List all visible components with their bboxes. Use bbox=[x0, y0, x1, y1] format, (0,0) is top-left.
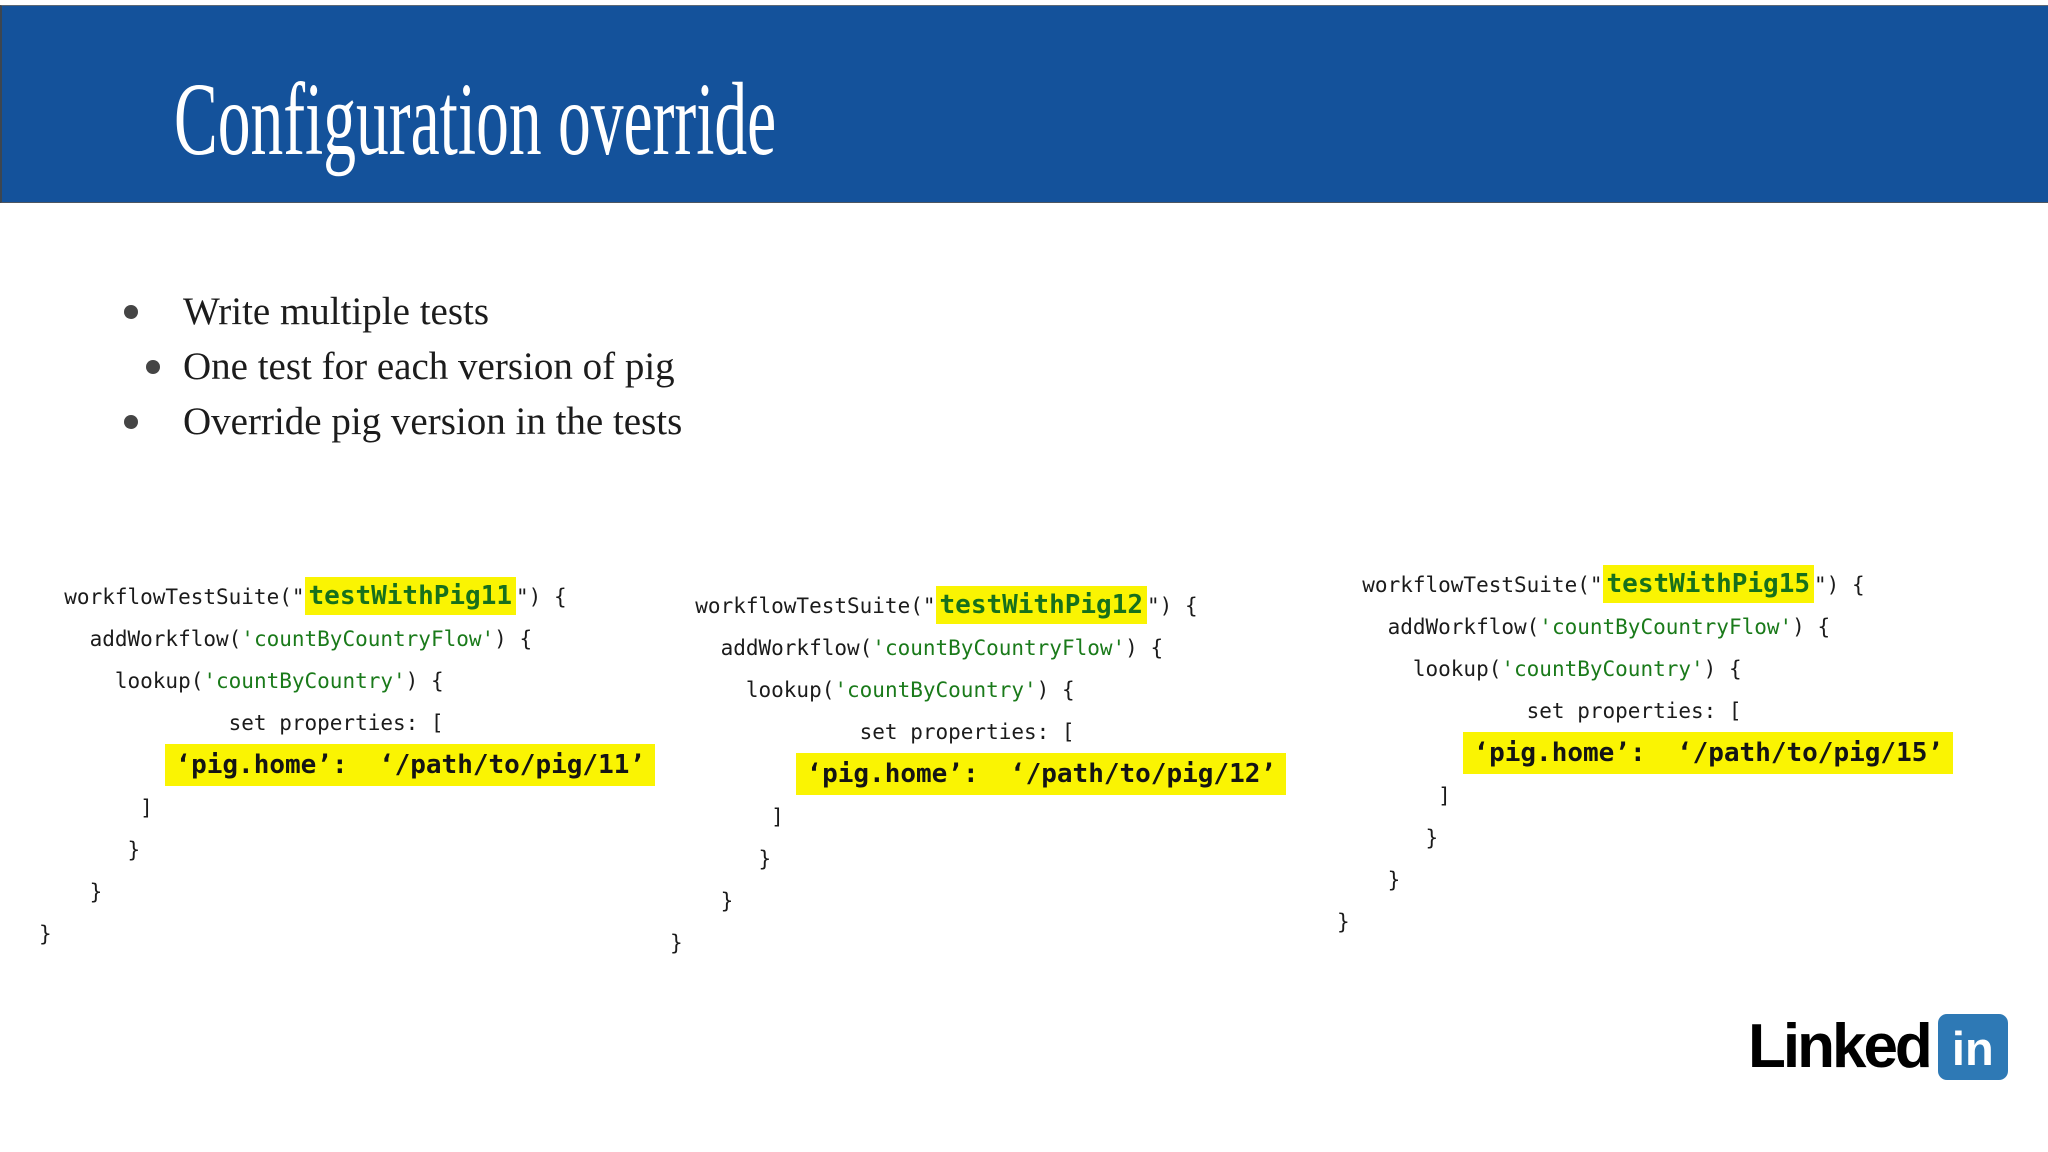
code-line: workflowTestSuite("testWithPig15") { bbox=[1337, 563, 1953, 606]
bullet-item: Write multiple tests bbox=[124, 284, 682, 339]
code-block-testwithpig15: workflowTestSuite("testWithPig15") { add… bbox=[1337, 563, 1954, 943]
code-text: lookup( bbox=[670, 678, 835, 702]
bullet-list: Write multiple tests One test for each v… bbox=[124, 284, 682, 449]
code-line: set properties: [ bbox=[39, 702, 655, 744]
code-line: } bbox=[1337, 817, 1953, 859]
header-bar: Configuration override bbox=[0, 5, 2048, 203]
code-text: ] bbox=[39, 796, 153, 820]
code-text: ) { bbox=[1792, 615, 1831, 639]
code-text: workflowTestSuite(" bbox=[670, 594, 936, 618]
code-text: ) { bbox=[1036, 678, 1075, 702]
code-line: ] bbox=[670, 796, 1286, 838]
string-literal: 'countByCountryFlow' bbox=[1539, 615, 1793, 639]
code-line: addWorkflow('countByCountryFlow') { bbox=[39, 618, 655, 660]
bullet-item: One test for each version of pig bbox=[124, 339, 682, 394]
highlighted-test-name: testWithPig12 bbox=[935, 586, 1148, 624]
code-line: } bbox=[670, 922, 1286, 964]
code-text bbox=[670, 763, 796, 787]
code-text: } bbox=[670, 889, 734, 913]
code-text bbox=[1337, 742, 1463, 766]
code-text: ") { bbox=[1147, 594, 1198, 618]
code-line: } bbox=[39, 913, 655, 955]
highlighted-property-line: ‘pig.home’: ‘/path/to/pig/12’ bbox=[796, 753, 1287, 795]
code-line: lookup('countByCountry') { bbox=[1337, 648, 1953, 690]
code-text: ") { bbox=[516, 585, 567, 609]
code-line: ‘pig.home’: ‘/path/to/pig/15’ bbox=[1337, 732, 1954, 775]
code-text: } bbox=[1337, 910, 1350, 934]
code-block-testwithpig11: workflowTestSuite("testWithPig11") { add… bbox=[39, 575, 656, 955]
bullet-icon bbox=[146, 359, 160, 374]
highlighted-test-name: testWithPig15 bbox=[1602, 565, 1815, 603]
code-text: ") { bbox=[1814, 573, 1865, 597]
code-text: set properties: [ bbox=[1337, 699, 1742, 723]
code-line: } bbox=[670, 838, 1286, 880]
code-text: ) { bbox=[494, 627, 533, 651]
code-text: lookup( bbox=[39, 669, 204, 693]
code-line: ] bbox=[39, 787, 655, 829]
highlighted-property-line: ‘pig.home’: ‘/path/to/pig/11’ bbox=[165, 744, 656, 786]
code-line: ‘pig.home’: ‘/path/to/pig/11’ bbox=[39, 744, 656, 787]
bullet-label: One test for each version of pig bbox=[183, 345, 675, 388]
code-text bbox=[39, 754, 165, 778]
code-text: } bbox=[670, 931, 683, 955]
code-text: ) { bbox=[405, 669, 444, 693]
code-text: lookup( bbox=[1337, 657, 1502, 681]
code-text: ) { bbox=[1703, 657, 1742, 681]
code-line: lookup('countByCountry') { bbox=[670, 669, 1286, 711]
linkedin-badge-icon: in bbox=[1937, 1014, 2008, 1080]
code-line: set properties: [ bbox=[670, 711, 1286, 753]
bullet-label: Write multiple tests bbox=[183, 290, 490, 333]
code-text: } bbox=[1337, 868, 1401, 892]
code-text: addWorkflow( bbox=[670, 636, 873, 660]
string-literal: 'countByCountryFlow' bbox=[872, 636, 1126, 660]
string-literal: 'countByCountry' bbox=[1501, 657, 1704, 681]
linkedin-wordmark: Linked bbox=[1748, 1012, 1933, 1081]
code-text: set properties: [ bbox=[39, 711, 444, 735]
code-block-testwithpig12: workflowTestSuite("testWithPig12") { add… bbox=[670, 584, 1287, 964]
code-text: set properties: [ bbox=[670, 720, 1075, 744]
code-line: } bbox=[1337, 859, 1953, 901]
code-line: lookup('countByCountry') { bbox=[39, 660, 655, 702]
code-line: } bbox=[1337, 901, 1953, 943]
code-text: addWorkflow( bbox=[39, 627, 242, 651]
code-text: } bbox=[39, 838, 141, 862]
bullet-label: Override pig version in the tests bbox=[183, 400, 683, 443]
code-text: ] bbox=[1337, 784, 1451, 808]
page-title: Configuration override bbox=[174, 62, 777, 177]
highlighted-test-name: testWithPig11 bbox=[304, 577, 517, 615]
code-text: } bbox=[1337, 826, 1439, 850]
code-line: } bbox=[39, 871, 655, 913]
string-literal: 'countByCountryFlow' bbox=[241, 627, 495, 651]
code-text: } bbox=[39, 880, 103, 904]
bullet-icon bbox=[124, 414, 138, 429]
code-line: set properties: [ bbox=[1337, 690, 1953, 732]
code-line: } bbox=[670, 880, 1286, 922]
linkedin-logo: Linked in bbox=[1748, 1014, 2008, 1080]
code-line: ] bbox=[1337, 775, 1953, 817]
code-text: addWorkflow( bbox=[1337, 615, 1540, 639]
highlighted-property-line: ‘pig.home’: ‘/path/to/pig/15’ bbox=[1463, 732, 1954, 774]
code-line: } bbox=[39, 829, 655, 871]
code-text: workflowTestSuite(" bbox=[1337, 573, 1603, 597]
code-line: ‘pig.home’: ‘/path/to/pig/12’ bbox=[670, 753, 1287, 796]
code-line: workflowTestSuite("testWithPig12") { bbox=[670, 584, 1286, 627]
bullet-item: Override pig version in the tests bbox=[124, 394, 682, 449]
bullet-icon bbox=[124, 304, 138, 319]
code-line: addWorkflow('countByCountryFlow') { bbox=[1337, 606, 1953, 648]
code-line: addWorkflow('countByCountryFlow') { bbox=[670, 627, 1286, 669]
code-line: workflowTestSuite("testWithPig11") { bbox=[39, 575, 655, 618]
code-text: ] bbox=[670, 805, 784, 829]
string-literal: 'countByCountry' bbox=[834, 678, 1037, 702]
code-text: ) { bbox=[1125, 636, 1164, 660]
code-text: } bbox=[670, 847, 772, 871]
code-text: } bbox=[39, 922, 52, 946]
string-literal: 'countByCountry' bbox=[203, 669, 406, 693]
code-text: workflowTestSuite(" bbox=[39, 585, 305, 609]
